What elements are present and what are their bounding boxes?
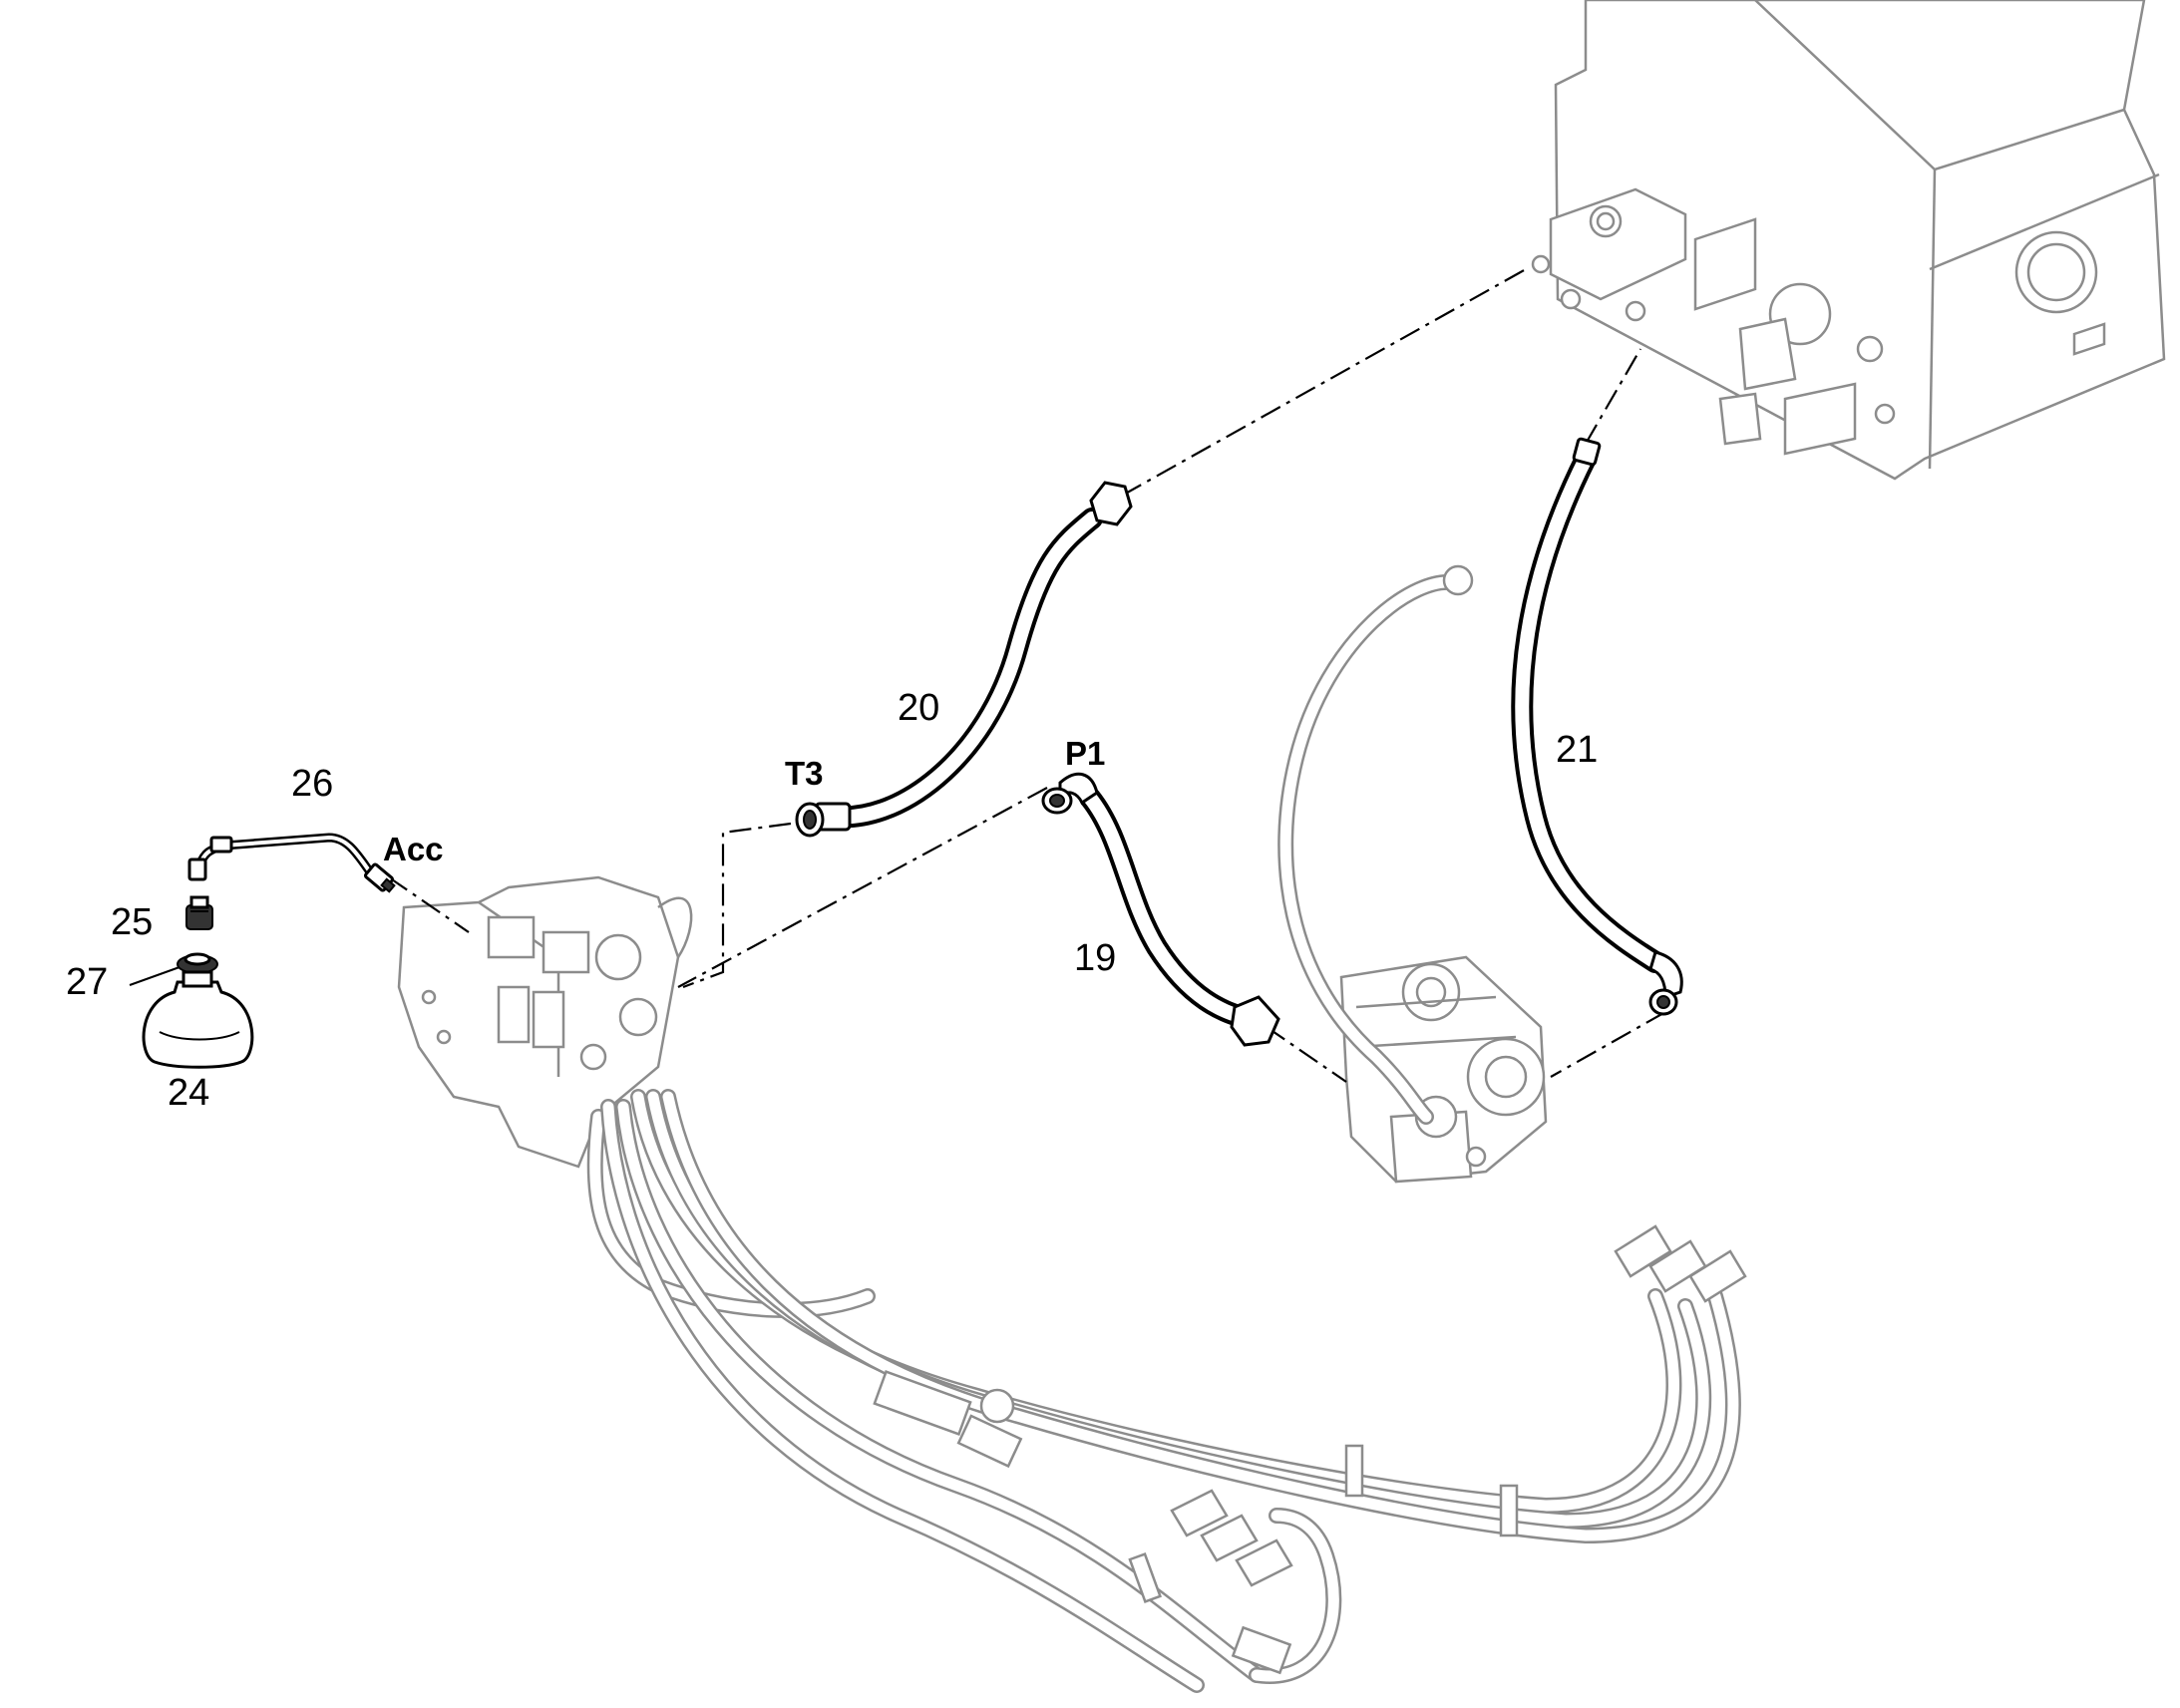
callout-25: 25 [111,901,153,943]
accumulator-24 [142,970,254,1069]
line-26 [187,833,396,893]
control-valve-block [397,875,693,1169]
suction-hose [1277,564,1474,1125]
hose-19 [1041,772,1280,1047]
hydraulic-tank [1531,0,2166,481]
callout-21: 21 [1556,729,1598,771]
leader-27 [129,966,181,986]
callout-26: 26 [291,763,333,805]
port-label-p1: P1 [1065,735,1105,772]
callout-27: 27 [66,961,108,1003]
port-label-acc: Acc [383,831,444,867]
hydraulic-pump [1339,955,1548,1184]
fitting-25 [185,895,213,930]
hose-21 [1511,437,1683,1016]
callout-19: 19 [1074,937,1116,979]
hose-20 [795,481,1133,838]
hose-bundle [586,1089,1747,1693]
port-label-t3: T3 [785,755,824,792]
assembly-lines [388,268,1666,1083]
callout-24: 24 [168,1072,209,1114]
seal-27 [177,952,218,974]
callout-20: 20 [898,687,939,729]
